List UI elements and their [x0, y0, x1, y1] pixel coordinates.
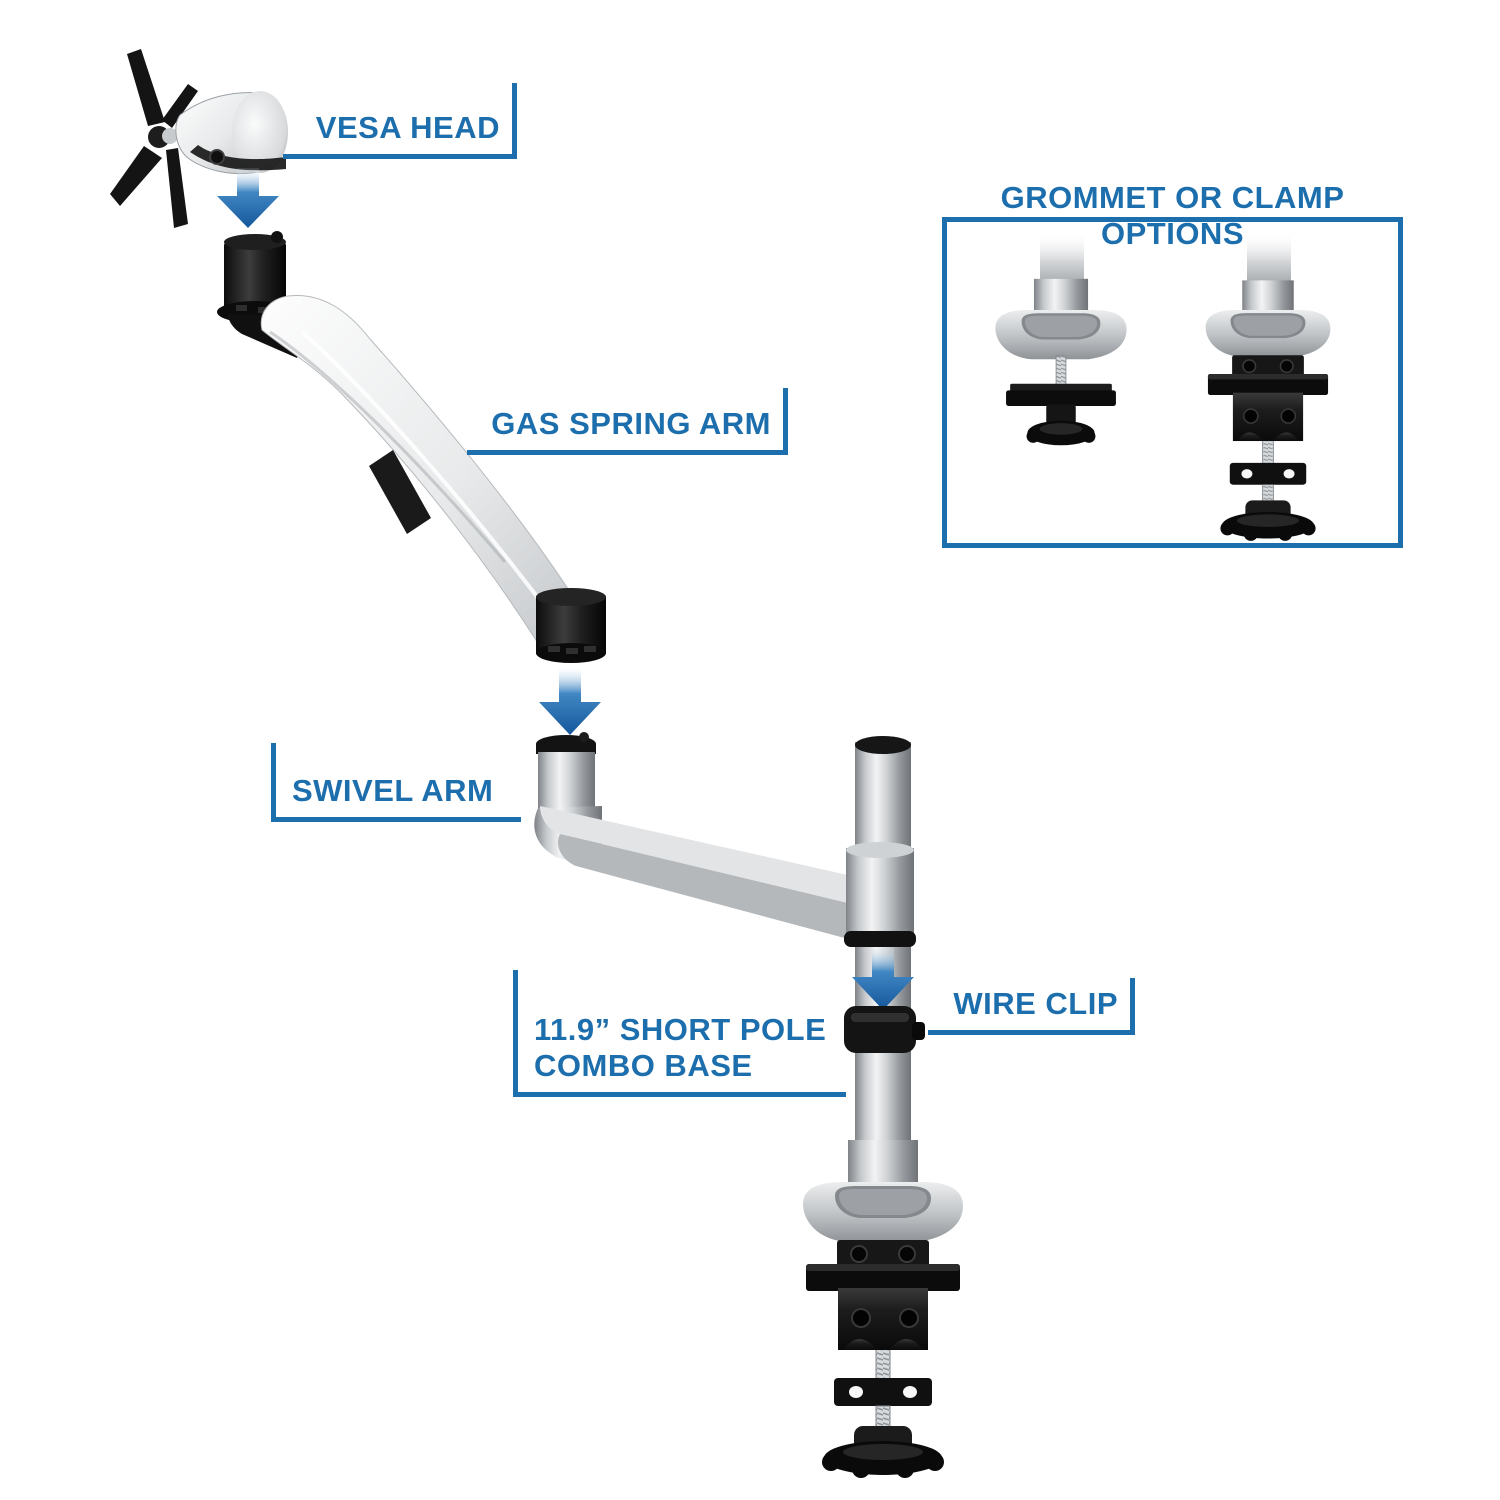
callout-swivel-arm: SWIVEL ARM [271, 743, 521, 822]
wire-clip-part [844, 1006, 925, 1053]
gas-spring-arm-part [217, 231, 606, 663]
short-pole-label-line2: COMBO BASE [534, 1048, 753, 1084]
callout-wire-clip: WIRE CLIP [928, 978, 1135, 1035]
swivel-arm-label: SWIVEL ARM [292, 773, 494, 809]
down-arrow-3 [852, 946, 914, 1010]
vesa-plate [110, 49, 198, 228]
vesa-head-part [175, 91, 288, 175]
down-arrow-1 [217, 168, 279, 228]
options-panel-box [942, 217, 1403, 548]
swivel-arm-part [534, 732, 916, 947]
short-pole-label-line1: 11.9” SHORT POLE [534, 1011, 827, 1047]
down-arrow-2 [539, 666, 601, 735]
vesa-head-label: VESA HEAD [315, 110, 500, 146]
callout-vesa-head: VESA HEAD [283, 83, 517, 159]
combo-base-clamp [803, 1140, 963, 1478]
wire-clip-label: WIRE CLIP [953, 986, 1118, 1022]
grommet-option [995, 231, 1126, 445]
callout-short-pole-combo-base: 11.9” SHORT POLE COMBO BASE [513, 970, 846, 1097]
gas-spring-arm-label: GAS SPRING ARM [491, 406, 771, 442]
callout-gas-spring-arm: GAS SPRING ARM [467, 388, 788, 455]
clamp-option [1206, 231, 1331, 541]
